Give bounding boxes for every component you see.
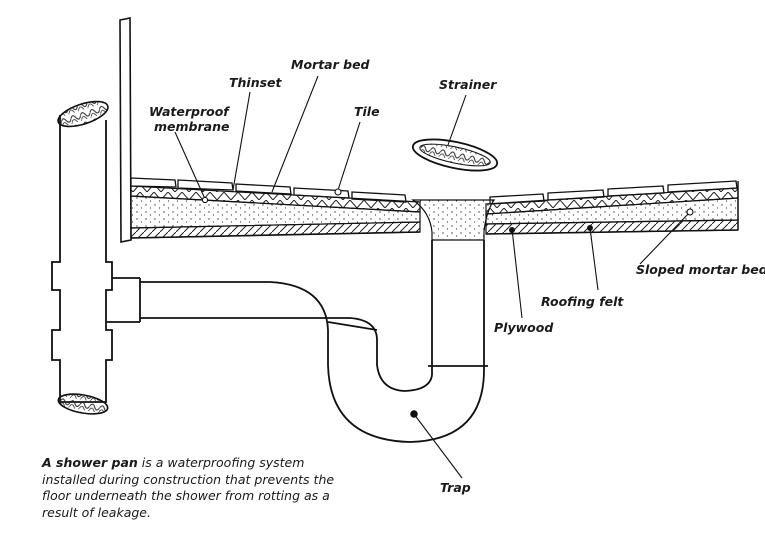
caption-line-3: floor underneath the shower from rotting… (42, 488, 330, 503)
label-tile: Tile (354, 104, 380, 119)
label-thinset: Thinset (229, 75, 282, 90)
left-floor-assembly (130, 177, 421, 239)
caption-term: A shower pan (42, 455, 138, 470)
drain-pipe (106, 240, 488, 443)
drain-throat (411, 199, 496, 241)
label-strainer: Strainer (439, 77, 497, 92)
caption-line-4: result of leakage. (42, 504, 151, 520)
label-waterproof: Waterproof (149, 104, 229, 119)
wall-board (119, 17, 132, 243)
caption-line-1: A shower pan is a waterproofing system (42, 455, 362, 472)
strainer (411, 138, 499, 172)
label-roofing-felt: Roofing felt (541, 294, 624, 309)
caption-line-1-rest: is a waterproofing system (137, 455, 305, 470)
right-floor-assembly (485, 180, 739, 235)
label-mortar-bed: Mortar bed (291, 57, 370, 72)
leader-lines (174, 75, 694, 479)
label-membrane: membrane (154, 119, 230, 134)
label-trap: Trap (440, 480, 471, 495)
label-sloped-mortar-bed: Sloped mortar bed (636, 262, 765, 277)
caption: A shower pan is a waterproofing system i… (42, 455, 362, 521)
vent-stack-pipe (51, 100, 113, 415)
label-plywood: Plywood (494, 320, 554, 335)
caption-line-2: installed during construction that preve… (42, 471, 335, 487)
